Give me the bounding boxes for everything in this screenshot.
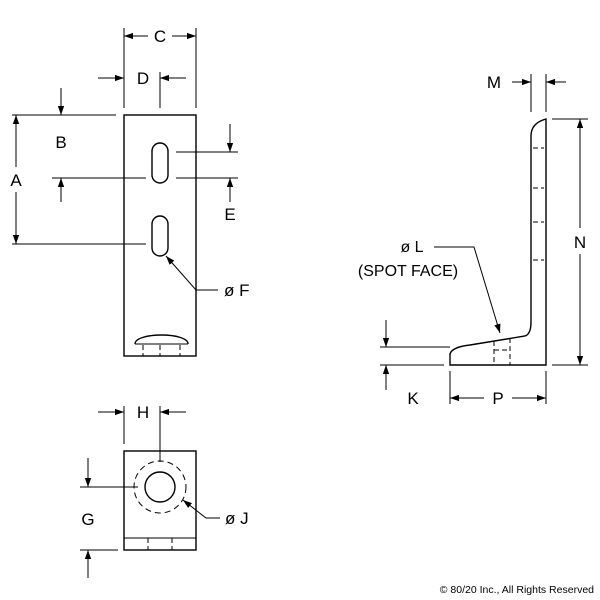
lower-slot [151,215,169,257]
dimension-n: N [552,118,588,366]
label-n: N [574,233,586,252]
label-spot-face: (SPOT FACE) [358,263,458,280]
dimension-b: B [52,88,146,202]
bottom-view [123,450,197,551]
label-h: H [137,403,149,422]
leader-f: ø F [165,255,250,300]
dimension-h: H [98,403,186,462]
dimension-k: K [380,320,450,408]
label-l: ø L [400,239,423,256]
spot-face-outline [134,334,189,345]
label-e: E [224,205,235,224]
label-j: ø J [225,509,249,528]
leader-l: ø L (SPOT FACE) [358,239,501,334]
dimension-c: C [123,27,197,108]
label-m: M [487,73,501,92]
bottom-view-outline [123,450,197,551]
copyright-notice: © 80/20 Inc., All Rights Reserved [440,584,594,596]
front-view [123,114,197,357]
label-k: K [407,389,419,408]
side-view [449,118,547,366]
label-b: B [55,133,66,152]
upper-slot [151,142,169,184]
label-g: G [81,510,94,529]
dimension-e: E [176,124,238,224]
label-c: C [154,27,166,46]
label-a: A [10,171,22,190]
dimension-a: A [10,114,146,245]
label-d: D [137,69,149,88]
label-p: P [492,389,503,408]
dimension-d: D [98,69,186,108]
front-view-outline [123,114,197,357]
side-view-outline [449,118,547,366]
leader-j: ø J [182,499,249,528]
dimension-p: P [449,371,547,408]
label-f: ø F [224,281,250,300]
spot-face-hidden [133,460,187,514]
through-hole [144,471,176,503]
dimension-g: G [80,458,138,578]
dimension-m: M [487,73,566,112]
